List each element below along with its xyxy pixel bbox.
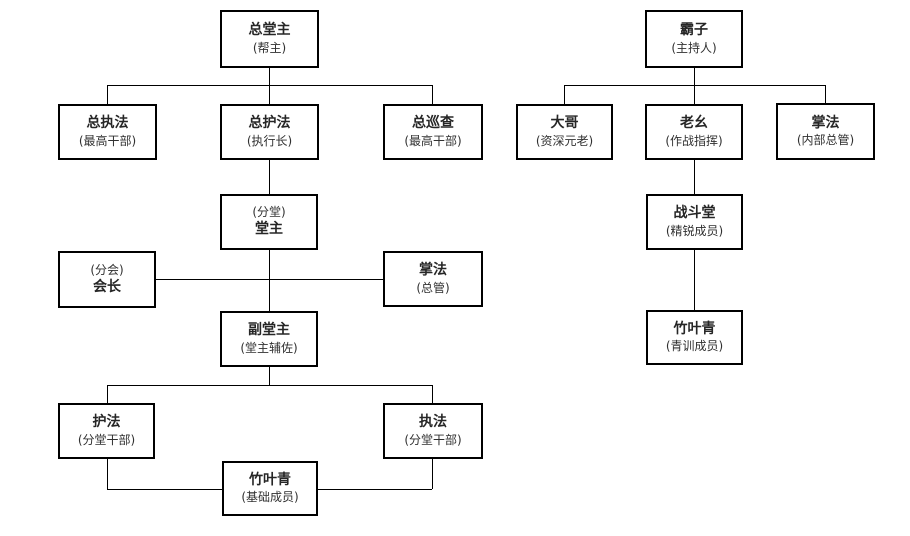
node-subtitle: (执行长) bbox=[246, 133, 293, 148]
connector-line bbox=[564, 85, 565, 104]
connector-line bbox=[318, 489, 432, 490]
node-title: 总巡查 bbox=[412, 115, 454, 132]
node-title: 掌法 bbox=[811, 114, 840, 131]
connector-line bbox=[107, 459, 108, 489]
node-subtitle: (资深元老) bbox=[535, 133, 594, 148]
node-title: 总护法 bbox=[248, 115, 291, 132]
node-subtitle: (主持人) bbox=[671, 40, 717, 55]
node-title: 总执法 bbox=[86, 115, 129, 132]
org-node-zhi-fa: 执法 (分堂干部) bbox=[383, 403, 483, 459]
org-node-ba-zi: 霸子 (主持人) bbox=[645, 10, 743, 68]
node-subtitle: (帮主) bbox=[252, 40, 287, 55]
connector-line bbox=[107, 489, 222, 490]
node-subtitle: (堂主辅佐) bbox=[240, 340, 298, 355]
connector-line bbox=[432, 459, 433, 489]
org-node-zhan-dou-tang: 战斗堂 (精锐成员) bbox=[646, 194, 743, 250]
org-node-hu-fa: 护法 (分堂干部) bbox=[58, 403, 155, 459]
node-subtitle: (分堂干部) bbox=[77, 432, 136, 447]
connector-line bbox=[432, 385, 433, 403]
node-title: 竹叶青 bbox=[673, 320, 716, 337]
connector-line bbox=[107, 385, 108, 403]
connector-line bbox=[269, 367, 270, 385]
node-subtitle: (分堂) bbox=[252, 205, 286, 220]
node-title: 战斗堂 bbox=[673, 205, 716, 222]
org-node-zhang-fa-zong-guan: 掌法 (总管) bbox=[383, 251, 483, 307]
org-node-zhu-ye-qing-youth: 竹叶青 (青训成员) bbox=[646, 310, 743, 365]
org-node-fu-tang-zhu: 副堂主 (堂主辅佐) bbox=[220, 311, 318, 367]
org-node-hui-zhang: 会长 (分会) bbox=[58, 251, 156, 308]
org-node-zong-xun-cha: 总巡查 (最高干部) bbox=[383, 104, 483, 160]
node-subtitle: (精锐成员) bbox=[665, 223, 724, 238]
org-node-zong-hu-fa: 总护法 (执行长) bbox=[220, 104, 319, 160]
node-title: 堂主 bbox=[255, 221, 283, 238]
node-title: 竹叶青 bbox=[249, 471, 291, 488]
connector-line bbox=[107, 85, 432, 86]
node-subtitle: (最高干部) bbox=[78, 133, 137, 148]
node-subtitle: (分会) bbox=[90, 262, 124, 277]
org-node-zhang-fa-neibu: 掌法 (内部总管) bbox=[776, 103, 875, 160]
node-title: 副堂主 bbox=[248, 322, 290, 339]
connector-line bbox=[107, 385, 432, 386]
org-node-zong-zhi-fa: 总执法 (最高干部) bbox=[58, 104, 157, 160]
connector-line bbox=[825, 85, 826, 103]
node-title: 老幺 bbox=[680, 115, 708, 132]
node-subtitle: (总管) bbox=[416, 280, 450, 295]
node-title: 执法 bbox=[419, 414, 447, 431]
node-subtitle: (内部总管) bbox=[796, 133, 855, 148]
node-title: 大哥 bbox=[550, 115, 579, 132]
node-title: 掌法 bbox=[419, 262, 447, 279]
org-node-zong-tang-zhu: 总堂主 (帮主) bbox=[220, 10, 319, 68]
connector-line bbox=[269, 160, 270, 194]
connector-line bbox=[269, 250, 270, 311]
node-subtitle: (基础成员) bbox=[241, 490, 299, 505]
connector-line bbox=[694, 250, 695, 310]
connector-line bbox=[156, 279, 383, 280]
connector-line bbox=[694, 160, 695, 194]
connector-line bbox=[564, 85, 825, 86]
org-node-zhu-ye-qing-base: 竹叶青 (基础成员) bbox=[222, 461, 318, 516]
node-subtitle: (最高干部) bbox=[404, 133, 462, 148]
org-node-lao-yao: 老幺 (作战指挥) bbox=[645, 104, 743, 160]
node-title: 霸子 bbox=[680, 22, 708, 39]
node-subtitle: (作战指挥) bbox=[665, 133, 723, 148]
node-title: 护法 bbox=[92, 414, 121, 431]
org-node-tang-zhu: 堂主 (分堂) bbox=[220, 194, 318, 250]
node-subtitle: (分堂干部) bbox=[404, 432, 462, 447]
connector-line bbox=[432, 85, 433, 104]
node-title: 总堂主 bbox=[248, 22, 291, 39]
node-title: 会长 bbox=[93, 278, 121, 295]
node-subtitle: (青训成员) bbox=[665, 339, 724, 354]
connector-line bbox=[107, 85, 108, 104]
org-node-da-ge: 大哥 (资深元老) bbox=[516, 104, 613, 160]
